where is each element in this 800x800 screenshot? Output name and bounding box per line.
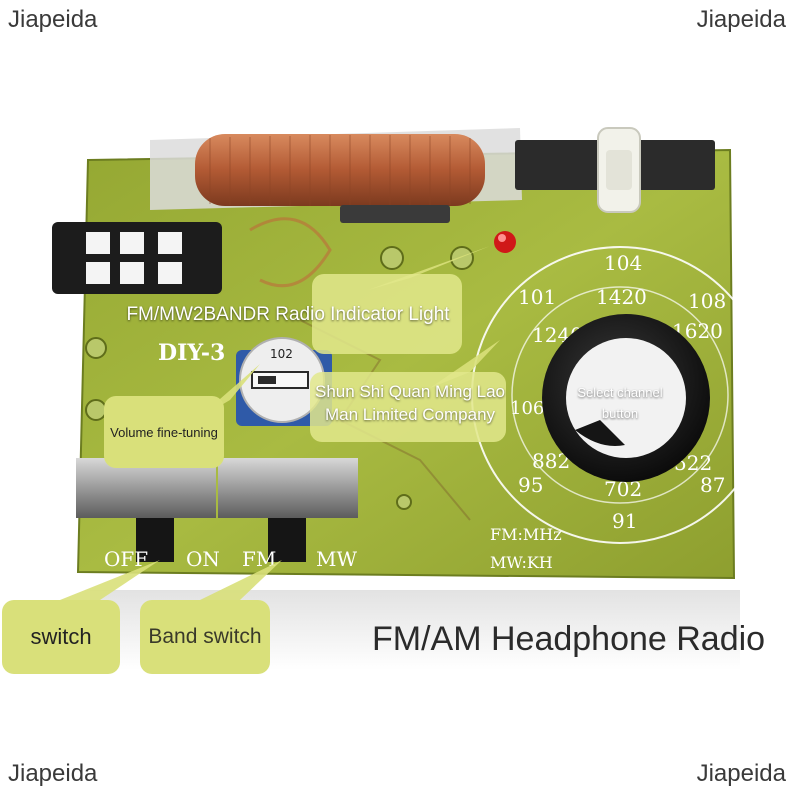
company-text-line1: Shun Shi Quan Ming Lao [315,382,505,401]
solder-pads [85,246,474,510]
dial-fm-104: 104 [604,251,642,275]
power-slide-switch [76,458,216,562]
watermark-bottom-right: Jiapeida [696,760,786,787]
band-slide-switch [218,458,358,562]
power-switch-callout: switch [2,600,120,674]
red-stamp-mark [249,217,332,288]
dial-fm-95: 95 [518,473,543,497]
watermark-top-right: Jiapeida [696,6,786,33]
product-headline: FM/AM Headphone Radio [372,620,766,658]
dial-fm-87: 87 [700,473,725,497]
watermark-top-left: Jiapeida [8,6,98,33]
dial-fm-91: 91 [612,509,637,533]
indicator-light-text: FM/MW2BANDR Radio Indicator Light [126,304,450,325]
volume-callout: Volume fine-tuning [104,396,224,468]
mw-unit-label: MW:KH [490,553,553,572]
dial-fm-108: 108 [688,289,726,313]
company-callout [310,372,506,442]
switch-on-label: ON [186,547,220,571]
board-model-label: DIY-3 [158,340,225,366]
headphone-jack [52,222,222,294]
switch-off-label: OFF [104,547,148,571]
watermark-bottom-left: Jiapeida [8,760,98,787]
company-text-line2: Man Limited Company [324,405,496,424]
band-mw-label: MW [316,547,357,571]
dial-fm-101: 101 [518,285,556,309]
resistor-code-label: 102 [270,347,293,361]
ferrite-antenna-coil [150,127,715,223]
tuning-knob [542,314,710,482]
indicator-light-callout [312,274,462,354]
band-switch-callout: Band switch [140,600,270,674]
volume-potentiometer: 102 [236,337,332,426]
indicator-led [494,231,516,253]
fm-unit-label: FM:MHz [490,525,562,544]
select-channel-text-line1: Select channel [577,385,663,400]
select-channel-text-line2: button [601,406,639,421]
dial-mw-1420: 1420 [596,285,647,309]
